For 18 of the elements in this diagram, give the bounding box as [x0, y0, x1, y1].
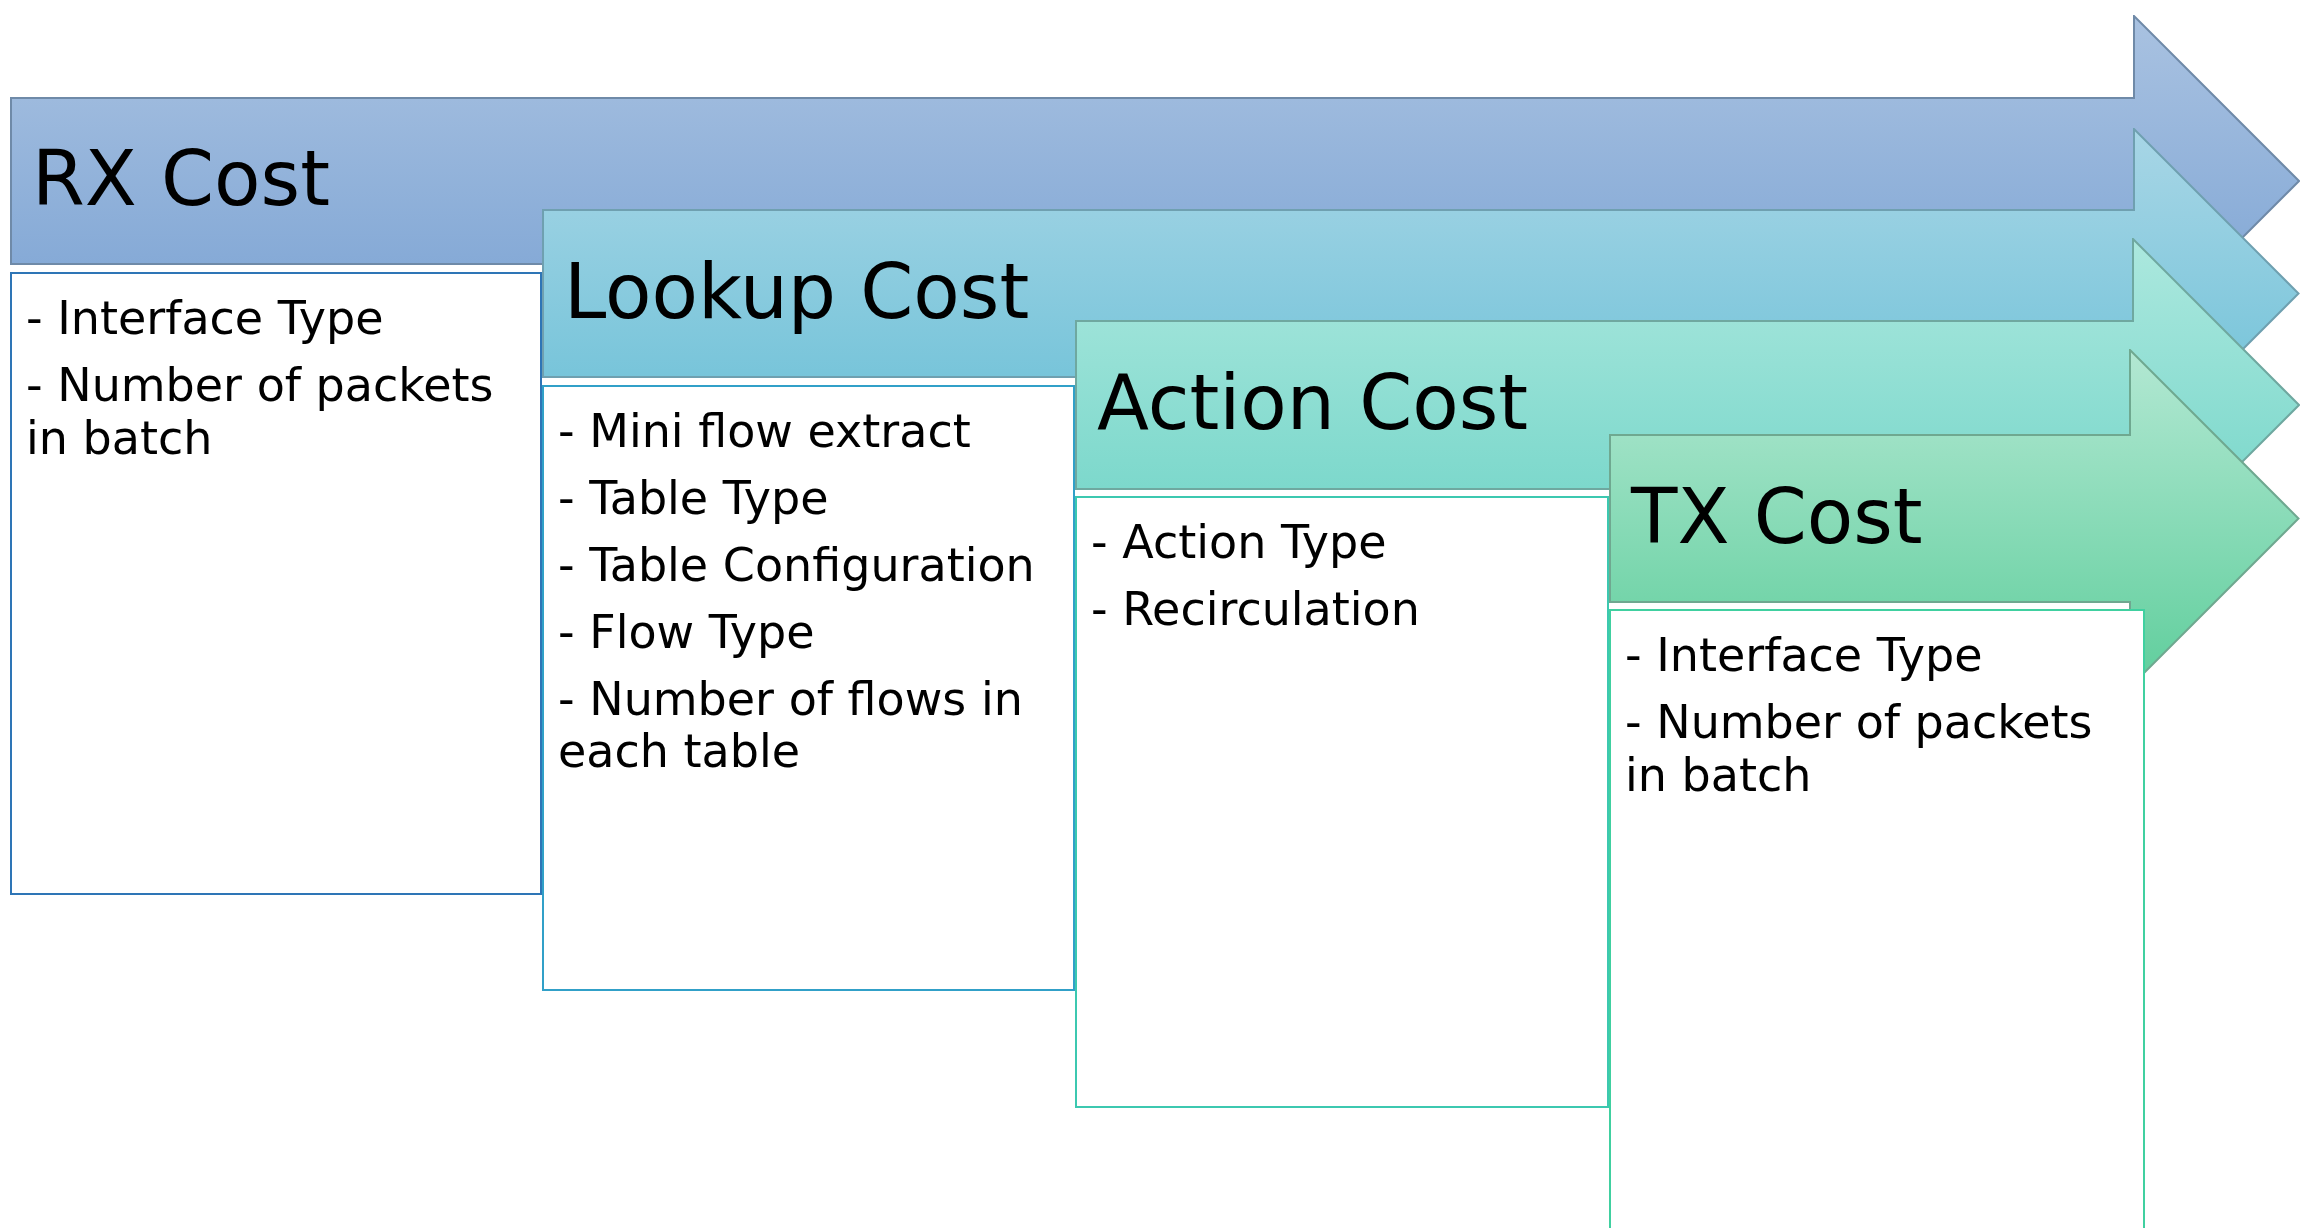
list-item: - Action Type — [1091, 516, 1388, 569]
list-item: - Recirculation — [1091, 582, 1421, 636]
content-box — [542, 385, 1075, 991]
content-box — [10, 272, 542, 895]
heading: RX Cost — [32, 141, 330, 217]
heading: TX Cost — [1631, 478, 1923, 555]
list-item: - Number of packets in batch — [1625, 695, 2094, 802]
list-item: - Interface Type — [26, 292, 385, 345]
list-item: - Flow Type — [558, 605, 816, 659]
list-item: - Table Type — [558, 471, 830, 525]
list-item: - Table Configuration — [558, 538, 1036, 592]
list-item: - Number of flows in each table — [558, 672, 1024, 779]
list-item: - Interface Type — [1625, 629, 1984, 682]
heading: Action Cost — [1097, 365, 1529, 441]
content-box — [1075, 496, 1609, 1108]
content-box — [1609, 609, 2145, 1228]
list-item: - Mini flow extract — [558, 405, 972, 458]
list-item: - Number of packets in batch — [26, 358, 495, 465]
